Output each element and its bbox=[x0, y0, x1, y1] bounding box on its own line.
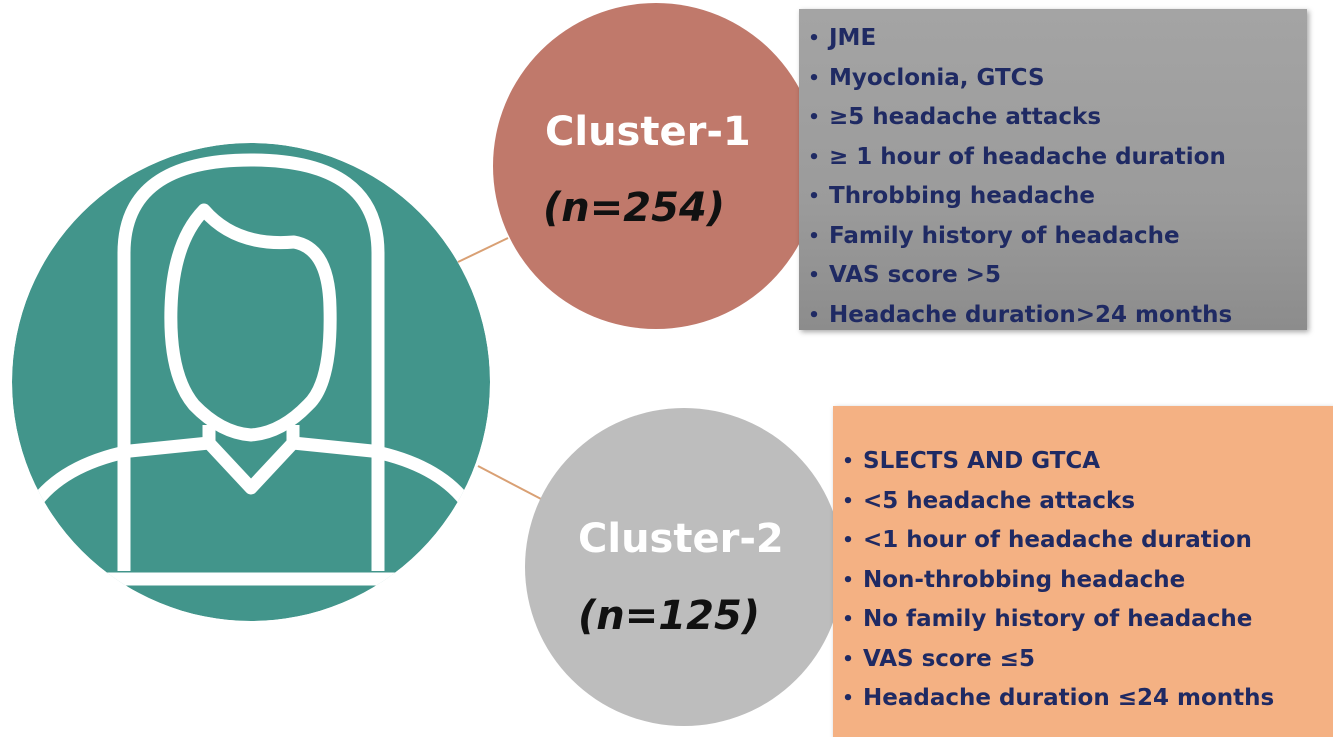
feature-text: VAS score >5 bbox=[829, 262, 1001, 288]
feature-item: • VAS score >5 bbox=[807, 256, 1307, 296]
connector-cluster-2 bbox=[477, 465, 544, 501]
bullet-icon: • bbox=[842, 490, 854, 512]
feature-item: • ≥5 headache attacks bbox=[807, 98, 1307, 138]
feature-text: VAS score ≤5 bbox=[863, 645, 1035, 672]
bullet-icon: • bbox=[808, 304, 820, 326]
bullet-icon: • bbox=[808, 225, 820, 247]
feature-text: Headache duration ≤24 months bbox=[863, 685, 1275, 711]
feature-text: ≥ 1 hour of headache duration bbox=[829, 143, 1226, 170]
feature-item: • Headache duration>24 months bbox=[807, 296, 1307, 336]
person-avatar bbox=[12, 143, 490, 621]
feature-text: JME bbox=[829, 25, 877, 51]
feature-item: • JME bbox=[807, 19, 1307, 59]
feature-item: • Family history of headache bbox=[807, 217, 1307, 257]
woman-avatar-icon bbox=[12, 143, 490, 621]
feature-item: • <1 hour of headache duration bbox=[841, 521, 1333, 561]
cluster-2-count: (n=125) bbox=[578, 593, 761, 639]
feature-text: Family history of headache bbox=[829, 222, 1180, 249]
cluster-2-features-list: • SLECTS AND GTCA • <5 headache attacks • <… bbox=[841, 442, 1333, 719]
cluster-2-circle: Cluster-2 (n=125) bbox=[525, 408, 843, 726]
bullet-icon: • bbox=[808, 67, 820, 89]
bullet-icon: • bbox=[808, 28, 820, 49]
bullet-icon: • bbox=[808, 146, 820, 168]
cluster-2-features-box: • SLECTS AND GTCA • <5 headache attacks • <… bbox=[833, 406, 1333, 737]
bullet-icon: • bbox=[842, 451, 854, 472]
bullet-icon: • bbox=[842, 530, 854, 551]
feature-item: • Non-throbbing headache bbox=[841, 561, 1333, 601]
bullet-icon: • bbox=[842, 609, 854, 630]
bullet-icon: • bbox=[842, 569, 854, 591]
connector-cluster-1 bbox=[457, 237, 509, 263]
cluster-1-count: (n=254) bbox=[543, 185, 726, 231]
feature-text: <1 hour of headache duration bbox=[863, 527, 1252, 553]
cluster-1-features-box: • JME • Myoclonia, GTCS • ≥5 headache attac… bbox=[799, 9, 1307, 330]
feature-item: • No family history of headache bbox=[841, 600, 1333, 640]
cluster-1-title: Cluster-1 bbox=[545, 109, 751, 155]
bullet-icon: • bbox=[842, 688, 854, 709]
bullet-icon: • bbox=[808, 107, 820, 128]
feature-item: • Throbbing headache bbox=[807, 177, 1307, 217]
bullet-icon: • bbox=[808, 265, 820, 286]
feature-item: • <5 headache attacks bbox=[841, 482, 1333, 522]
bullet-icon: • bbox=[842, 648, 854, 670]
feature-text: Non-throbbing headache bbox=[863, 566, 1186, 593]
feature-text: SLECTS AND GTCA bbox=[863, 448, 1101, 474]
feature-item: • VAS score ≤5 bbox=[841, 640, 1333, 680]
cluster-1-features-list: • JME • Myoclonia, GTCS • ≥5 headache attac… bbox=[807, 19, 1307, 335]
feature-text: Throbbing headache bbox=[829, 183, 1095, 209]
feature-item: • Myoclonia, GTCS bbox=[807, 59, 1307, 99]
feature-text: Myoclonia, GTCS bbox=[829, 64, 1045, 91]
feature-text: ≥5 headache attacks bbox=[829, 104, 1102, 130]
feature-text: No family history of headache bbox=[863, 606, 1253, 632]
feature-item: • SLECTS AND GTCA bbox=[841, 442, 1333, 482]
cluster-1-circle: Cluster-1 (n=254) bbox=[493, 3, 819, 329]
feature-item: • Headache duration ≤24 months bbox=[841, 679, 1333, 719]
cluster-2-title: Cluster-2 bbox=[578, 516, 784, 562]
feature-text: <5 headache attacks bbox=[863, 487, 1136, 514]
feature-text: Headache duration>24 months bbox=[829, 301, 1233, 328]
feature-item: • ≥ 1 hour of headache duration bbox=[807, 138, 1307, 178]
bullet-icon: • bbox=[808, 186, 820, 207]
